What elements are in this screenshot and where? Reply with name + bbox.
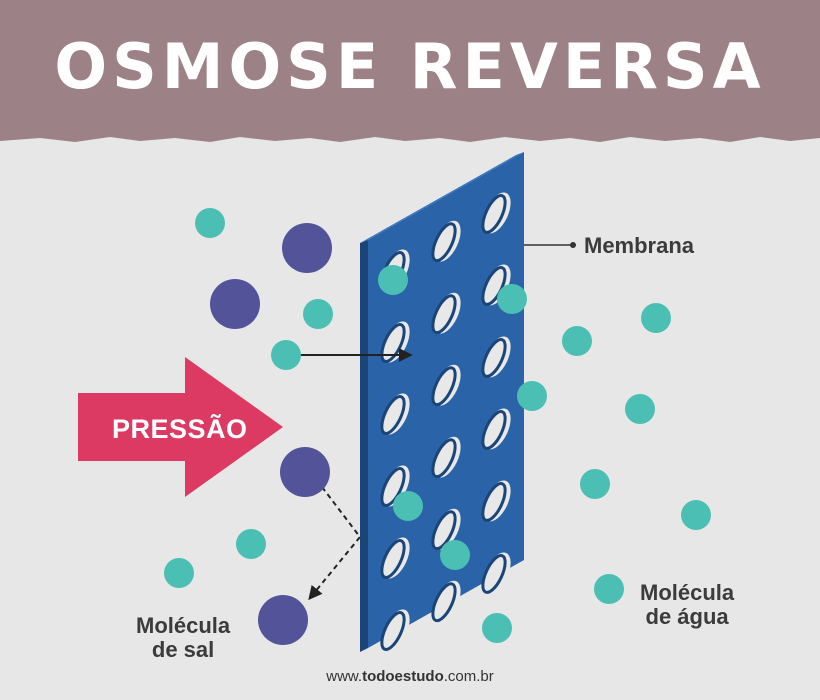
- salt-rejection-arrow: [308, 486, 362, 601]
- water-label-line1: Molécula: [640, 580, 735, 605]
- membrane-pore-rim: [431, 438, 457, 479]
- title-banner-shape: [0, 0, 820, 142]
- membrane-pore-rim: [431, 366, 457, 407]
- membrane-pore-rim: [431, 582, 457, 623]
- salt-molecule: [210, 279, 260, 329]
- membrane-pore-rim: [481, 553, 507, 594]
- water-molecule: [482, 613, 512, 643]
- membrane-top-edge: [360, 152, 524, 243]
- salt-molecule: [258, 595, 308, 645]
- page-title: OSMOSE REVERSA: [54, 30, 766, 103]
- salt-label-line2: de sal: [151, 637, 215, 662]
- water-molecule: [195, 208, 225, 238]
- membrane-pore-rim: [380, 323, 406, 363]
- pressure-arrow: [78, 357, 283, 497]
- water-molecule: [681, 500, 711, 530]
- membrane-pore-rim: [431, 222, 457, 263]
- membrane-pore-rim: [431, 510, 457, 551]
- water-molecule: [440, 540, 470, 570]
- membrane-side: [360, 240, 368, 652]
- membrane-pore-rim: [380, 539, 406, 579]
- footer-url: www.todoestudo.com.br: [0, 668, 820, 685]
- water-molecule: [625, 394, 655, 424]
- water-molecule: [580, 469, 610, 499]
- water-molecule: [594, 574, 624, 604]
- membrane-pore-rim: [380, 395, 406, 435]
- membrane-label: Membrana: [584, 233, 695, 258]
- water-label-line2: de água: [645, 604, 729, 629]
- water-molecule: [271, 340, 301, 370]
- water-molecule: [236, 529, 266, 559]
- water-molecule: [303, 299, 333, 329]
- membrane-pore-rim: [481, 193, 507, 234]
- water-molecule: [641, 303, 671, 333]
- pressure-label: PRESSÃO: [112, 414, 248, 444]
- membrane-pore-rim: [380, 467, 406, 507]
- footer-prefix: www.: [326, 668, 363, 685]
- footer-brand: todoestudo: [362, 668, 444, 685]
- salt-label-line1: Molécula: [136, 613, 231, 638]
- footer-suffix: .com.br: [443, 668, 494, 685]
- title-banner: OSMOSE REVERSA: [0, 0, 820, 150]
- water-molecule: [164, 558, 194, 588]
- water-molecule-label: Molécula de água: [640, 581, 734, 629]
- water-molecule: [378, 265, 408, 295]
- membrane-leader-dot: [570, 242, 576, 248]
- salt-molecule: [282, 223, 332, 273]
- membrane-pore-rim: [431, 294, 457, 335]
- membrane-pore-rim: [481, 337, 507, 378]
- salt-molecule-label: Molécula de sal: [136, 614, 230, 662]
- water-molecule: [497, 284, 527, 314]
- water-molecule: [517, 381, 547, 411]
- water-molecules: [164, 208, 711, 643]
- salt-molecules: [210, 223, 332, 645]
- membrane-pore-rim: [481, 409, 507, 450]
- water-molecule: [562, 326, 592, 356]
- membrane-pore-rim: [481, 481, 507, 522]
- water-molecule: [393, 491, 423, 521]
- salt-molecule: [280, 447, 330, 497]
- membrane-pore-rim: [380, 611, 406, 651]
